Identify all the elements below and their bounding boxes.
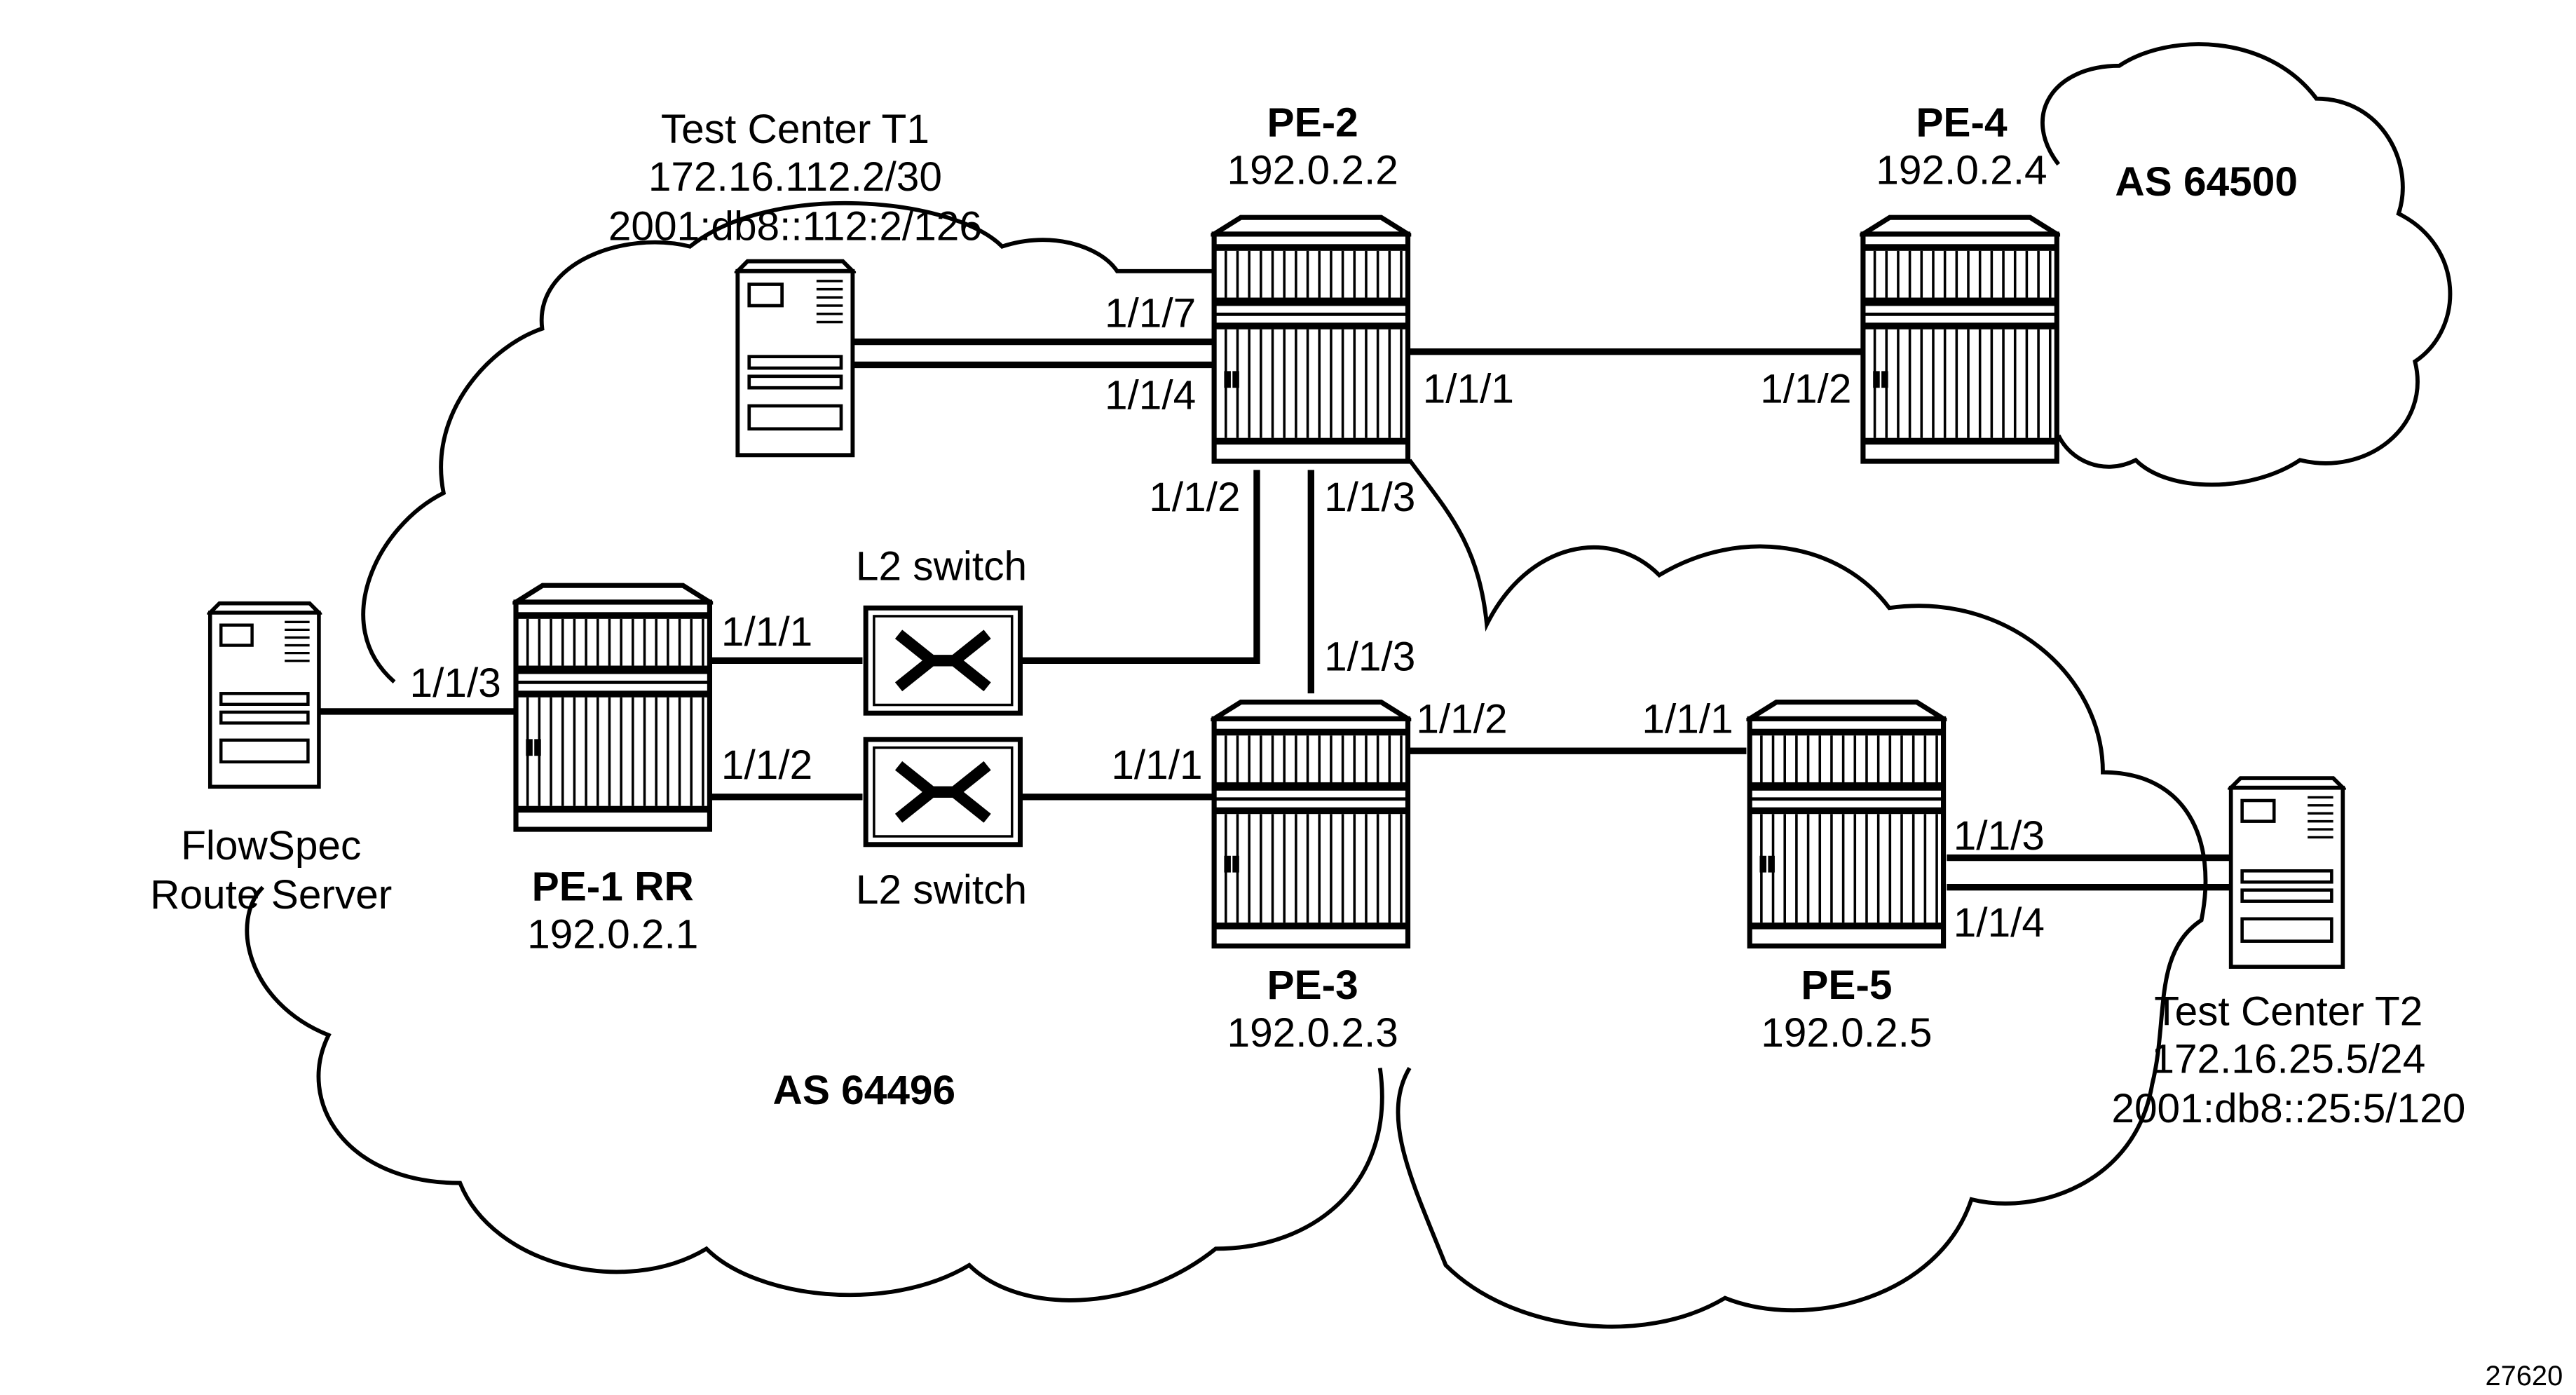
t2-ipv6: 2001:db8::25:5/120 xyxy=(2111,1086,2465,1131)
port-pe1-111: 1/1/1 xyxy=(721,609,812,655)
router-pe2[interactable] xyxy=(1214,217,1408,461)
frs-label-1: FlowSpec xyxy=(181,823,361,869)
server-flowspec-route-server[interactable] xyxy=(210,604,319,787)
router-pe4[interactable] xyxy=(1863,217,2057,461)
as-64500-label: AS 64500 xyxy=(2115,159,2298,205)
cloud-as-64500 xyxy=(2040,42,2453,487)
t2-ipv4: 172.16.25.5/24 xyxy=(2151,1037,2425,1082)
router-pe3[interactable] xyxy=(1214,702,1408,946)
port-pe3-113: 1/1/3 xyxy=(1324,634,1415,679)
frs-label-2: Route Server xyxy=(150,872,392,918)
router-pe5[interactable] xyxy=(1750,702,1943,946)
links xyxy=(320,338,2230,891)
port-pe1-113: 1/1/3 xyxy=(410,660,501,706)
pe4-ip: 192.0.2.4 xyxy=(1876,148,2047,193)
sw2-label: L2 switch xyxy=(856,867,1027,913)
figure-id: 27620 xyxy=(2485,1361,2563,1391)
l2-switch-2[interactable] xyxy=(866,740,1020,845)
t1-ipv6: 2001:db8::112:2/126 xyxy=(608,203,982,249)
port-pe2-117: 1/1/7 xyxy=(1105,290,1196,336)
port-pe2-114: 1/1/4 xyxy=(1105,373,1196,418)
port-pe1-112: 1/1/2 xyxy=(721,742,812,788)
t1-name: Test Center T1 xyxy=(661,107,929,152)
cloud-as-64496 xyxy=(245,200,2208,1329)
port-pe3-112: 1/1/2 xyxy=(1416,696,1507,742)
port-pe2-111: 1/1/1 xyxy=(1423,366,1514,411)
t2-name: Test Center T2 xyxy=(2154,989,2422,1035)
server-test-center-t2[interactable] xyxy=(2231,778,2343,967)
pe5-ip: 192.0.2.5 xyxy=(1761,1010,1932,1056)
port-pe4-112: 1/1/2 xyxy=(1760,366,1851,411)
pe3-name: PE-3 xyxy=(1267,962,1358,1008)
pe4-name: PE-4 xyxy=(1916,100,2008,146)
pe5-name: PE-5 xyxy=(1801,962,1892,1008)
port-pe5-111: 1/1/1 xyxy=(1642,696,1733,742)
pe3-ip: 192.0.2.3 xyxy=(1227,1010,1398,1056)
server-test-center-t1[interactable] xyxy=(737,261,852,456)
sw1-label: L2 switch xyxy=(856,543,1027,589)
port-pe2-112: 1/1/2 xyxy=(1149,475,1240,520)
l2-switch-1[interactable] xyxy=(866,608,1020,713)
t1-ipv4: 172.16.112.2/30 xyxy=(648,154,942,200)
pe1-ip: 192.0.2.1 xyxy=(527,911,698,957)
pe2-ip: 192.0.2.2 xyxy=(1227,148,1398,193)
port-pe3-111: 1/1/1 xyxy=(1111,742,1202,788)
pe1-name: PE-1 RR xyxy=(532,864,694,909)
pe2-name: PE-2 xyxy=(1267,100,1358,146)
router-pe1[interactable] xyxy=(516,585,709,829)
port-pe5-113: 1/1/3 xyxy=(1954,813,2045,859)
port-pe2-113: 1/1/3 xyxy=(1324,475,1415,520)
as-64496-label: AS 64496 xyxy=(773,1068,956,1113)
link-pe2-sw1 xyxy=(1021,470,1260,664)
port-pe5-114: 1/1/4 xyxy=(1954,900,2045,946)
